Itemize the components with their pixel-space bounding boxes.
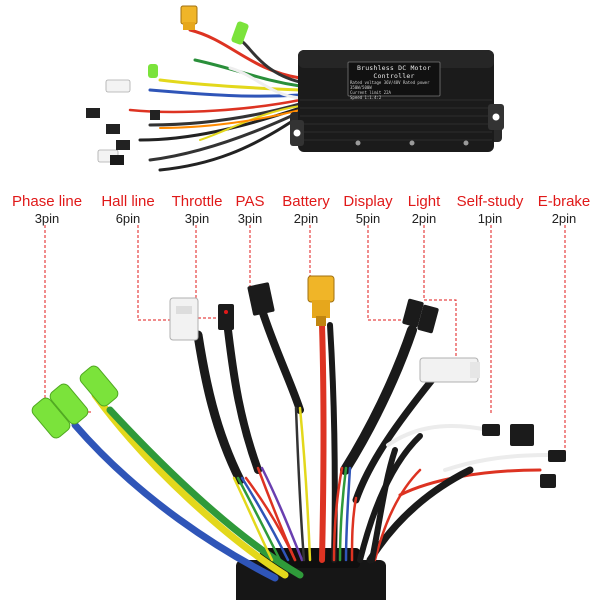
label-pas: PAS 3pin (230, 193, 270, 227)
label-display: Display 5pin (340, 193, 396, 227)
label-throttle: Throttle 3pin (166, 193, 228, 227)
label-pins: 2pin (293, 211, 319, 226)
harness-close-view (31, 275, 566, 605)
label-name: Display (343, 193, 393, 210)
controller-nameplate: Brushless DC Motor Controller Rated volt… (350, 64, 438, 100)
nameplate-line-2: Current limit 22A (350, 90, 391, 95)
label-pins: 5pin (355, 211, 381, 226)
label-pins: 2pin (411, 211, 437, 226)
label-name: Self-study (456, 193, 524, 210)
label-self-study: Self-study 1pin (450, 193, 530, 227)
label-name: Hall line (101, 193, 155, 210)
label-name: Light (407, 193, 441, 210)
label-pins: 2pin (551, 211, 577, 226)
nameplate-line-3: Speed 1:1.4:2 (350, 95, 382, 100)
label-name: Throttle (171, 193, 223, 210)
label-phase-line: Phase line 3pin (12, 193, 82, 227)
label-pins: 6pin (115, 211, 141, 226)
label-e-brake: E-brake 2pin (532, 193, 596, 227)
label-name: Battery (282, 193, 330, 210)
label-pins: 1pin (477, 211, 503, 226)
label-pins: 3pin (34, 211, 60, 226)
nameplate-line-1: Rated voltage 36V/48V Rated power 350W/5… (350, 80, 430, 90)
label-name: PAS (235, 193, 265, 210)
label-light: Light 2pin (402, 193, 446, 227)
label-name: E-brake (537, 193, 591, 210)
label-battery: Battery 2pin (276, 193, 336, 227)
nameplate-title: Brushless DC Motor Controller (356, 64, 432, 80)
label-pins: 3pin (237, 211, 263, 226)
label-hall-line: Hall line 6pin (98, 193, 158, 227)
controller-top-view (86, 5, 504, 172)
label-name: Phase line (12, 193, 83, 210)
label-pins: 3pin (184, 211, 210, 226)
